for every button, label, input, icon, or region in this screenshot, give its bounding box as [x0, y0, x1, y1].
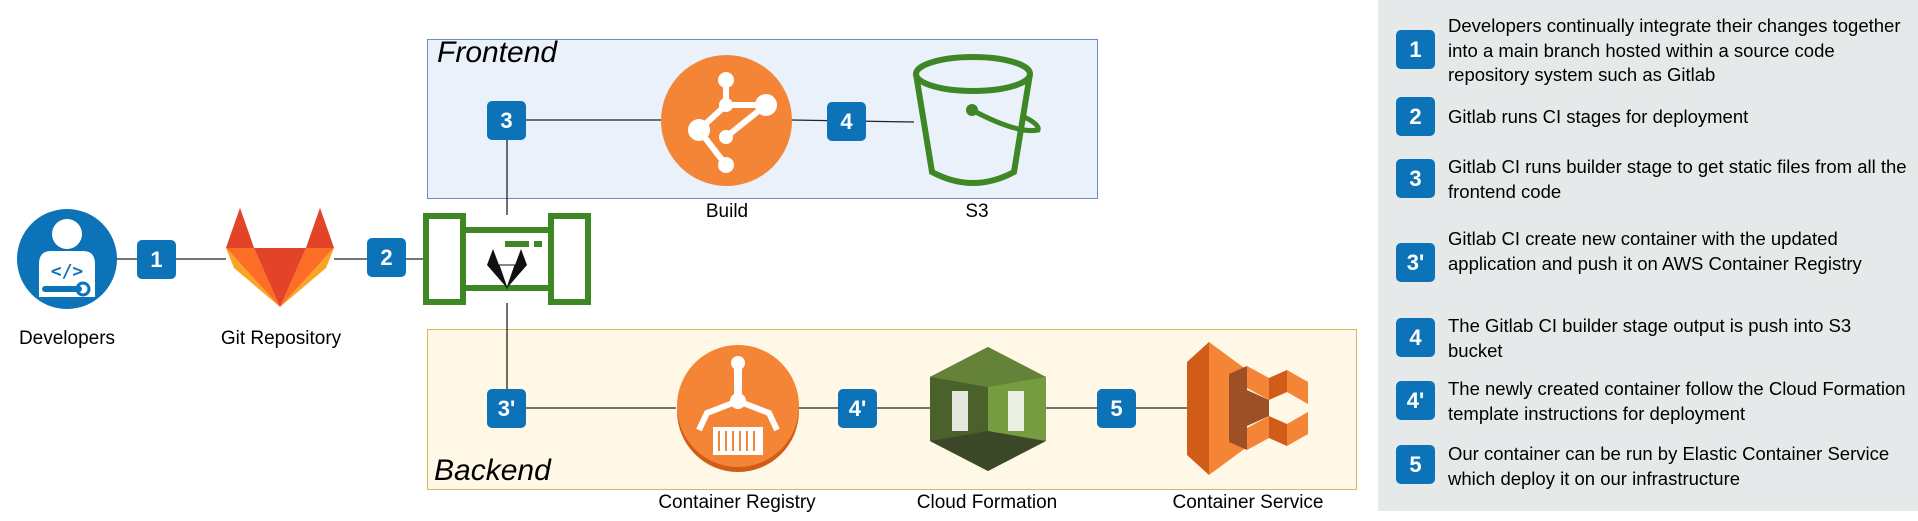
step-badge-4: 4 [827, 102, 866, 141]
ecr-icon [677, 345, 799, 472]
developers-label: Developers [18, 328, 116, 349]
ecs-icon [1187, 342, 1308, 475]
legend-text: Gitlab runs CI stages for deployment [1448, 106, 1749, 127]
legend-text: The newly created container follow the C… [1448, 378, 1906, 424]
legend-text: The Gitlab CI builder stage output is pu… [1448, 315, 1852, 361]
legend-badge: 4 [1396, 318, 1435, 357]
legend-badge: 3' [1396, 243, 1435, 282]
step-badge-2: 2 [367, 238, 406, 277]
s3-label: S3 [965, 201, 989, 222]
codebuild-icon [661, 55, 792, 186]
legend-badge: 2 [1396, 97, 1435, 136]
container-registry-label: Container Registry [658, 492, 816, 513]
legend-text: Developers continually integrate their c… [1448, 15, 1901, 85]
step-badge-1: 1 [137, 240, 176, 279]
legend-panel: 1 Developers continually integrate their… [1378, 0, 1918, 511]
frontend-group-title: Frontend [437, 36, 558, 69]
s3-bucket-icon [912, 54, 1042, 190]
legend-text: Our container can be run by Elastic Cont… [1448, 443, 1890, 489]
gitlab-icon [226, 208, 334, 308]
step-badge-3-prime: 3' [487, 389, 526, 428]
legend-badge: 3 [1396, 159, 1435, 198]
svg-text:</>: </> [51, 261, 84, 282]
legend-badge: 5 [1396, 445, 1435, 484]
step-badge-4-prime: 4' [838, 389, 877, 428]
step-badge-3: 3 [487, 101, 526, 140]
cloudformation-icon [930, 347, 1046, 471]
gitlab-ci-icon [423, 213, 593, 305]
backend-group-title: Backend [434, 454, 551, 487]
git-repository-label: Git Repository [220, 328, 342, 349]
developer-icon: </> [17, 209, 117, 309]
cloud-formation-label: Cloud Formation [916, 492, 1058, 513]
legend-text: Gitlab CI runs builder stage to get stat… [1448, 156, 1907, 202]
step-badge-5: 5 [1097, 389, 1136, 428]
build-label: Build [705, 201, 749, 222]
legend-text: Gitlab CI create new container with the … [1448, 228, 1862, 274]
container-service-label: Container Service [1172, 492, 1324, 513]
legend-badge: 4' [1396, 381, 1435, 420]
legend-badge: 1 [1396, 30, 1435, 69]
